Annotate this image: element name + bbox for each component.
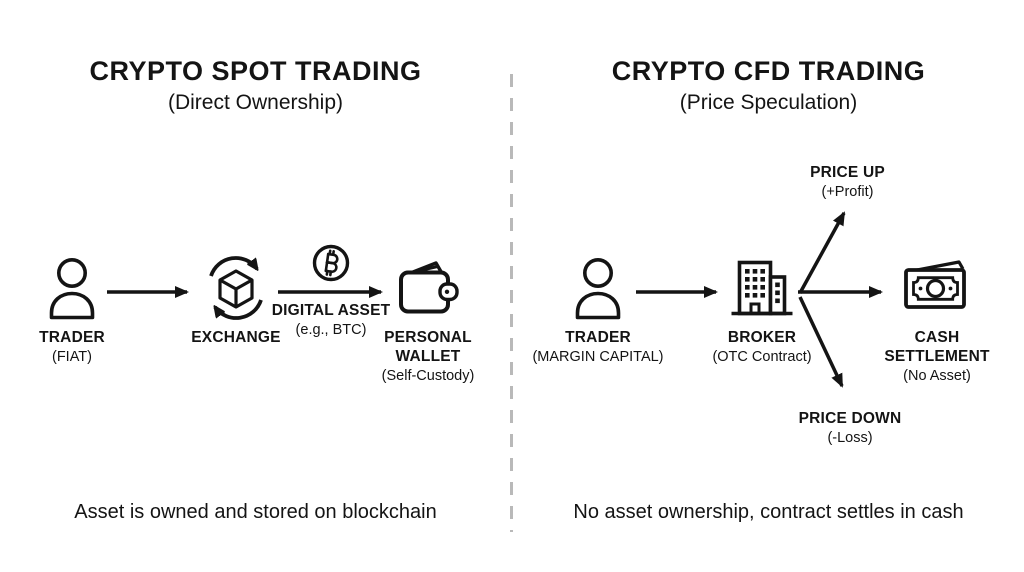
right-subtitle: (Price Speculation) <box>679 91 858 114</box>
node-sublabel: (OTC Contract) <box>712 349 812 365</box>
node-sublabel: (-Loss) <box>827 430 873 446</box>
trader-left-labels: TRADER (FIAT) <box>22 328 122 367</box>
arrow-exchange-to-wallet <box>276 281 394 303</box>
cash-settlement-labels: CASH SETTLEMENT (No Asset) <box>877 328 997 386</box>
exchange-icon <box>201 250 271 324</box>
trader-person-icon <box>570 257 626 321</box>
broker-labels: BROKER (OTC Contract) <box>702 328 822 367</box>
left-caption: Asset is owned and stored on blockchain <box>74 501 437 523</box>
arrow-broker-to-price-down <box>796 292 854 397</box>
arrow-trader-to-exchange <box>105 281 200 303</box>
node-label: BROKER <box>727 329 797 346</box>
node-label: CASH SETTLEMENT <box>884 329 990 365</box>
node-label: PRICE UP <box>810 164 885 181</box>
left-title: CRYPTO SPOT TRADING <box>89 56 422 86</box>
node-sublabel: (No Asset) <box>903 368 971 384</box>
wallet-icon <box>396 257 460 317</box>
arrow-trader-to-broker <box>634 281 729 303</box>
price-up-labels: PRICE UP (+Profit) <box>785 163 910 202</box>
center-divider <box>510 74 513 532</box>
bitcoin-icon <box>311 243 351 283</box>
broker-building-icon <box>730 256 794 320</box>
node-label: DIGITAL ASSET <box>271 302 391 319</box>
node-label: TRADER <box>565 329 631 346</box>
node-sublabel: (Self-Custody) <box>381 368 475 384</box>
arrow-broker-to-cash <box>796 281 894 303</box>
cash-banknote-icon <box>902 259 972 317</box>
right-caption: No asset ownership, contract settles in … <box>573 501 964 523</box>
exchange-labels: EXCHANGE <box>176 328 296 347</box>
node-sublabel: (FIAT) <box>52 349 92 365</box>
personal-wallet-labels: PERSONAL WALLET (Self-Custody) <box>373 328 483 386</box>
left-subtitle: (Direct Ownership) <box>167 91 344 114</box>
node-label: PRICE DOWN <box>798 410 902 427</box>
right-title: CRYPTO CFD TRADING <box>611 56 926 86</box>
node-sublabel: (MARGIN CAPITAL) <box>532 349 664 365</box>
node-sublabel: (+Profit) <box>821 184 874 200</box>
trader-person-icon <box>44 257 100 321</box>
price-down-labels: PRICE DOWN (-Loss) <box>785 409 915 448</box>
node-label: EXCHANGE <box>191 329 281 346</box>
node-label: TRADER <box>39 329 105 346</box>
node-sublabel: (e.g., BTC) <box>295 322 367 338</box>
node-label: PERSONAL WALLET <box>384 329 472 365</box>
trader-right-labels: TRADER (MARGIN CAPITAL) <box>528 328 668 367</box>
arrow-broker-to-price-up <box>796 203 856 298</box>
digital-asset-labels: DIGITAL ASSET (e.g., BTC) <box>271 301 391 340</box>
